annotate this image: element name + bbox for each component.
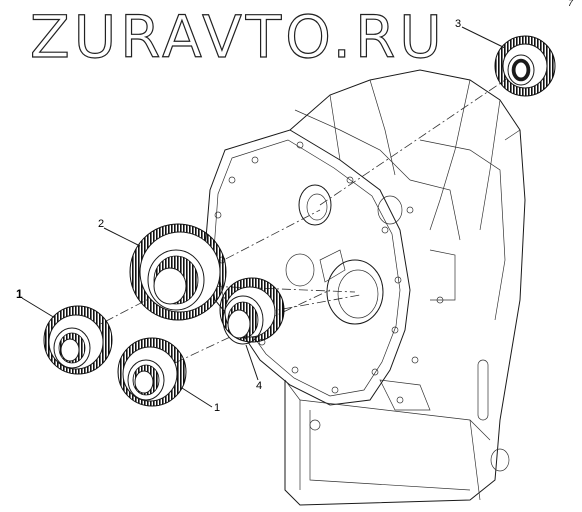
- callout-2: 2: [98, 218, 105, 230]
- gear-1-lower: [117, 337, 187, 407]
- gear-4: [219, 277, 285, 345]
- gear-2: [129, 223, 227, 321]
- callout-4: 4: [256, 380, 263, 392]
- callout-1-upper: 1: [16, 287, 23, 301]
- gear-1-upper: [43, 305, 113, 375]
- corner-mark: 7: [568, 0, 574, 8]
- gear-3: [494, 35, 556, 97]
- transfer-case-housing: [204, 69, 526, 506]
- callout-3: 3: [455, 18, 462, 30]
- watermark-text: ZURAVTO.RU: [29, 2, 446, 71]
- callout-1-lower: 1: [214, 402, 221, 414]
- leader-lines: [21, 26, 506, 408]
- assembly-centerlines: [59, 69, 521, 371]
